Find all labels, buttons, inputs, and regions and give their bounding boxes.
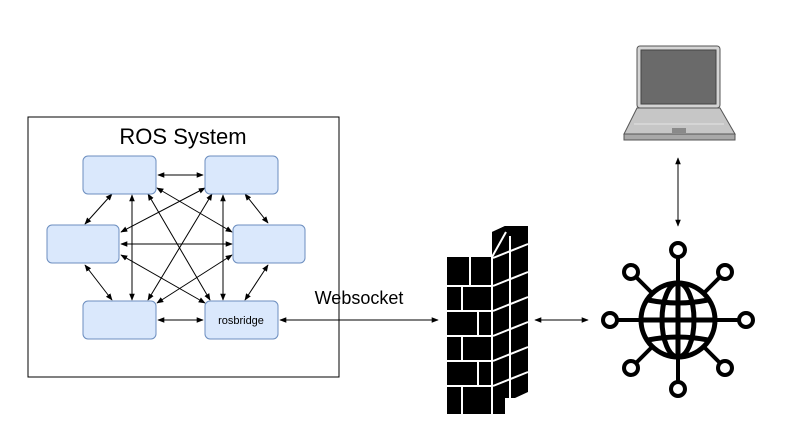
brick-wall-icon xyxy=(447,226,529,414)
ros-node-middle-right xyxy=(232,224,306,264)
rosbridge-node: rosbridge xyxy=(204,300,279,340)
websocket-connection: Websocket xyxy=(279,288,439,323)
ros-node-bottom-left xyxy=(82,300,157,340)
ros-node-middle-left xyxy=(46,224,120,264)
rosbridge-label: rosbridge xyxy=(218,315,264,327)
globe-network-icon xyxy=(601,241,755,398)
ros-system-title: ROS System xyxy=(119,124,246,149)
ros-node-top-right xyxy=(204,155,279,195)
ros-node-top-left xyxy=(82,155,157,195)
websocket-label: Websocket xyxy=(315,288,404,308)
ros-node-connections xyxy=(84,172,269,323)
laptop-icon xyxy=(623,45,736,141)
